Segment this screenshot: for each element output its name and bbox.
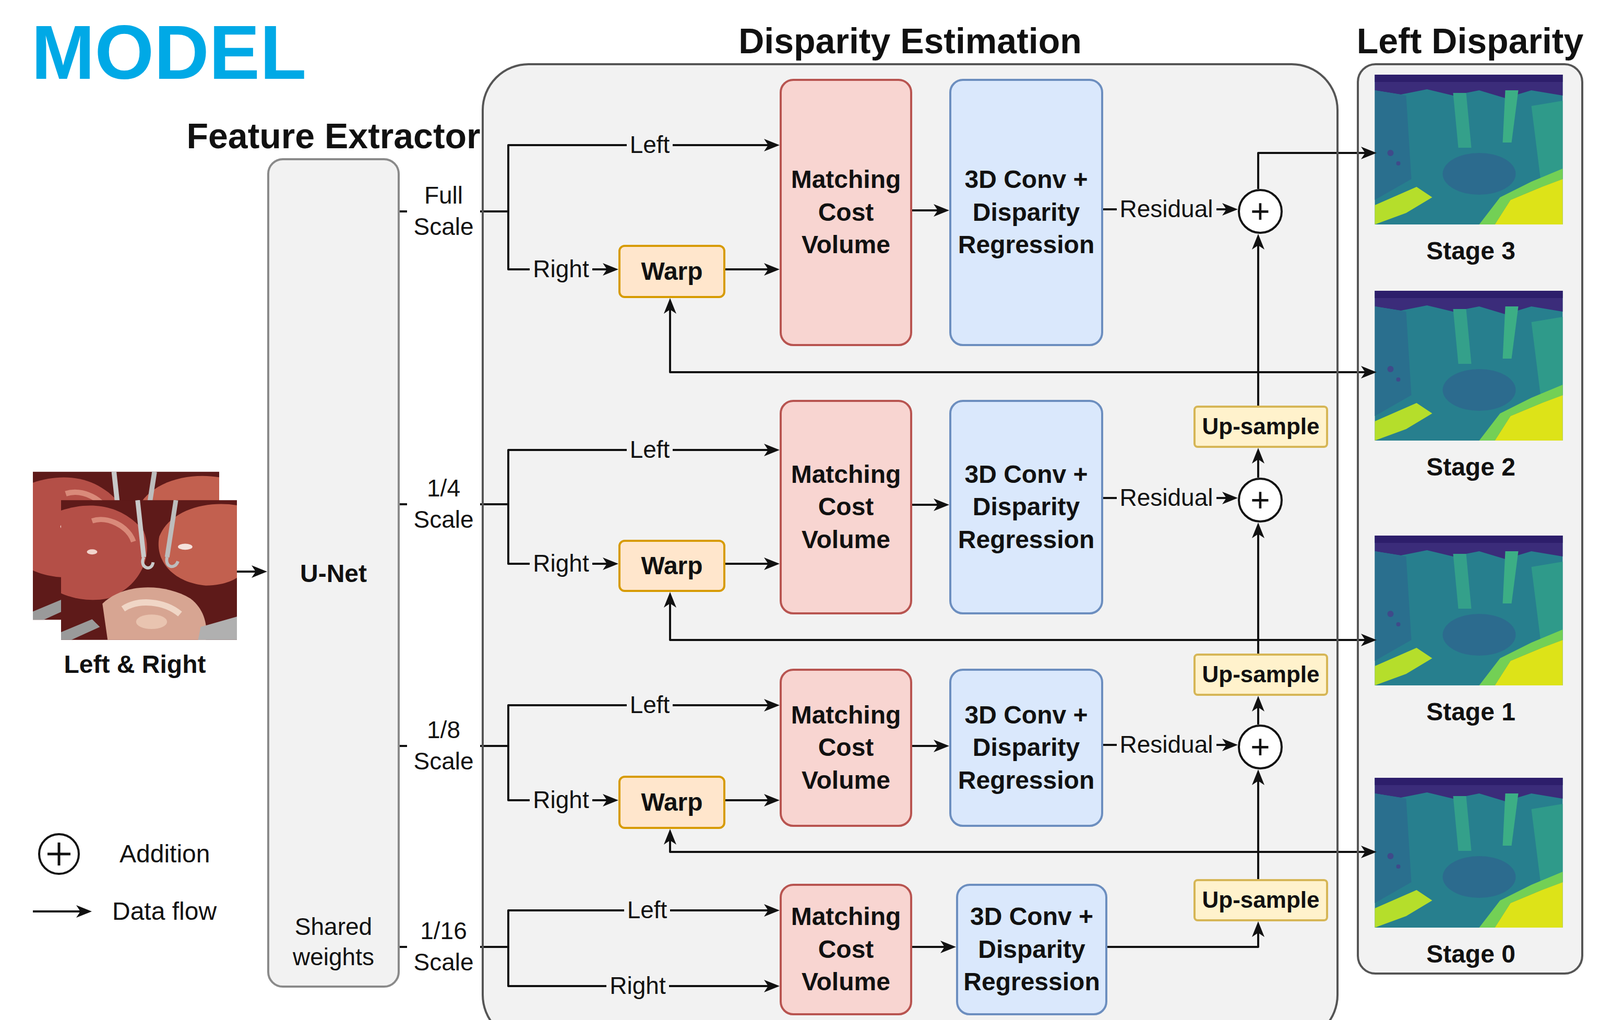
node-label: Matching Cost Volume (786, 900, 905, 998)
stage-output: Stage 2 (1376, 292, 1566, 443)
connector (912, 209, 942, 212)
stage-output: Stage 3 (1376, 76, 1566, 227)
legend-addition-symbol (39, 833, 79, 874)
edge-label: Residual (1116, 483, 1217, 512)
warp-box: Warp (618, 539, 726, 592)
scale-label: Full Scale (407, 180, 481, 243)
panel-fill (482, 64, 1338, 1020)
addition-node: + (1237, 188, 1283, 234)
edge-label: Left (626, 130, 674, 160)
edge-label: Right (529, 548, 592, 578)
connector (1257, 529, 1260, 654)
node-label: 3D Conv + Disparity Regression (963, 900, 1101, 998)
node-heading: Left Disparity (1356, 20, 1584, 62)
legend-addition-symbol (57, 842, 61, 866)
cost-volume-box: Matching Cost Volume (779, 78, 913, 346)
connector (670, 836, 1259, 879)
feature-extractor: Feature ExtractorU-NetShared weights (267, 158, 400, 988)
edge-label: Residual (1116, 194, 1217, 224)
connector (725, 562, 773, 565)
image-caption: Stage 3 (1426, 235, 1516, 267)
stage-output: Stage 1 (1376, 537, 1566, 688)
connector (912, 945, 949, 948)
connector (1258, 639, 1370, 654)
scale-label: 1/8 Scale (407, 714, 481, 778)
connector (912, 503, 942, 506)
node-note: Shared weights (269, 911, 398, 972)
upsample-box: Up-sample (1193, 405, 1329, 448)
upsample-box: Up-sample (1193, 653, 1329, 696)
conv-box: 3D Conv + Disparity Regression (956, 883, 1108, 1016)
stage-output: Stage 0 (1376, 779, 1566, 930)
image-caption: Left & Right (64, 649, 207, 680)
addition-node: + (1237, 477, 1283, 523)
edge-label: Left (626, 435, 674, 464)
edge-label: Residual (1116, 730, 1217, 759)
node-label: Warp (640, 786, 703, 818)
edge-label: Right (529, 254, 592, 284)
node-label: Up-sample (1202, 886, 1320, 914)
scale-label: 1/16 Scale (407, 915, 481, 978)
connector (1258, 372, 1370, 406)
image-caption: Stage 2 (1426, 451, 1516, 483)
node-label: Warp (640, 256, 703, 287)
legend-arrow-symbol (32, 910, 85, 913)
connector (1107, 928, 1259, 947)
addition-node: + (1237, 724, 1283, 770)
edge-label: Left (626, 690, 674, 720)
connector (1257, 702, 1260, 725)
disparity-map (1375, 290, 1563, 441)
edge-label: Right (529, 785, 592, 815)
connector (725, 798, 773, 802)
conv-box: 3D Conv + Disparity Regression (949, 399, 1104, 615)
node-label: + (1250, 194, 1270, 229)
node-label: Matching Cost Volume (786, 163, 905, 261)
node-label: + (1250, 483, 1270, 517)
disparity-map (1375, 777, 1563, 928)
node-label: 3D Conv + Disparity Regression (956, 458, 1096, 556)
image-caption: Stage 1 (1426, 696, 1516, 727)
node-label: Up-sample (1202, 660, 1320, 689)
node-label: Warp (640, 550, 703, 581)
warp-box: Warp (618, 244, 726, 298)
legend-text: Addition (119, 838, 210, 869)
disparity-map (1375, 74, 1563, 225)
node-label: 3D Conv + Disparity Regression (956, 698, 1096, 797)
node-label: Matching Cost Volume (786, 698, 905, 797)
node-label: Up-sample (1202, 412, 1320, 441)
output-panel: Left DisparityStage 3Stage 2Stage 1Stage… (1356, 63, 1584, 975)
legend-text: Data flow (112, 896, 217, 927)
cost-volume-box: Matching Cost Volume (779, 399, 913, 615)
image-caption: Stage 0 (1426, 938, 1516, 970)
node-label: 3D Conv + Disparity Regression (956, 163, 1096, 261)
node-heading: Feature Extractor (186, 115, 481, 157)
conv-box: 3D Conv + Disparity Regression (949, 668, 1104, 827)
cost-volume-box: Matching Cost Volume (779, 883, 913, 1016)
stereo-photo (61, 499, 237, 640)
node-label: U-Net (269, 558, 398, 589)
upsample-box: Up-sample (1193, 878, 1329, 922)
connector (236, 570, 260, 573)
scale-label: 1/4 Scale (407, 472, 481, 536)
connector (725, 268, 773, 271)
warp-box: Warp (618, 775, 726, 829)
connector (1258, 851, 1370, 879)
disparity-map (1375, 535, 1563, 686)
node-heading: Disparity Estimation (738, 20, 1082, 62)
cost-volume-box: Matching Cost Volume (779, 668, 913, 827)
panel-fill (1357, 64, 1583, 974)
diagram-title: MODEL (31, 14, 307, 91)
connector (1258, 152, 1370, 189)
connector (1257, 455, 1260, 478)
legend-addition-symbol (39, 833, 79, 874)
edge-label: Right (606, 971, 669, 1000)
edge-label: Left (624, 895, 671, 925)
conv-box: 3D Conv + Disparity Regression (949, 78, 1104, 346)
node-label: Matching Cost Volume (786, 458, 905, 556)
connector (912, 744, 942, 747)
input-image-pair: Left & Right (32, 471, 237, 640)
node-label: + (1250, 730, 1270, 764)
panel-fill (268, 159, 399, 987)
